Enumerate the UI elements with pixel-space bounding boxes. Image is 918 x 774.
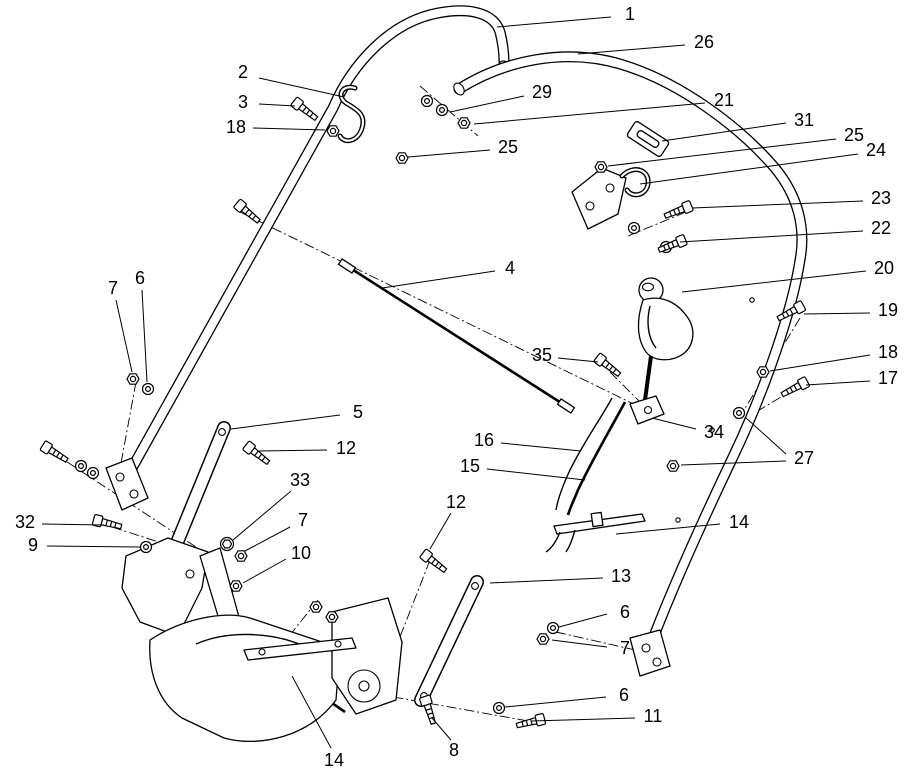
right-rail-end-plate (629, 629, 671, 677)
leader-line-34 (651, 417, 697, 430)
bolt-part-17 (778, 375, 811, 401)
leader-line-4 (381, 270, 496, 289)
leader-line-7c (551, 639, 608, 648)
leader-line-31 (661, 122, 787, 142)
leader-line-10 (242, 558, 287, 584)
leader-line-1 (496, 16, 612, 28)
leader-line-27 (744, 416, 787, 455)
leader-line-12a (257, 449, 328, 452)
bolt-part-32-upper (39, 439, 71, 466)
leader-line-25a (407, 149, 491, 158)
washer-part-9-a (74, 459, 88, 473)
nut-part-18-top (326, 125, 340, 137)
washer-part-24 (627, 221, 641, 235)
nut-part-7-left (126, 373, 140, 385)
leader-line-22 (679, 230, 864, 243)
leader-line-12b (429, 512, 452, 550)
washer-part-9 (139, 540, 153, 554)
hardware (39, 94, 811, 732)
leader-line-6a (141, 289, 148, 383)
leader-line-35 (557, 357, 599, 363)
control-rod (566, 401, 627, 516)
nut-part-7-right (536, 633, 550, 645)
leader-line-27 (680, 460, 787, 466)
leader-line-8 (431, 717, 452, 741)
control-wire (555, 397, 613, 511)
nut-mid-2 (325, 611, 339, 623)
washer-part-29-b (435, 103, 449, 117)
bolt-part-12-lower (418, 548, 450, 576)
bolt-part-12-upper (241, 440, 273, 468)
leader-line-16 (500, 442, 582, 452)
leader-line-15 (486, 468, 586, 481)
cable-tie (545, 511, 646, 553)
leader-line-26 (577, 44, 686, 55)
lever-bracket (629, 395, 665, 425)
leader-line-6c (504, 696, 607, 708)
bolt-part-3 (289, 96, 321, 124)
nut-part-21 (457, 117, 471, 129)
nut-part-27-b (666, 460, 680, 472)
leader-line-32 (41, 523, 105, 526)
nut-part-25-left (395, 152, 409, 164)
leader-line-5 (230, 414, 341, 430)
leader-line-23 (691, 200, 864, 209)
left-rail-end-plate (105, 457, 149, 511)
nut-mid-1 (309, 601, 323, 613)
control-cable (337, 258, 576, 414)
leader-line-2 (258, 77, 345, 98)
leader-line-13 (489, 577, 604, 584)
control-lever (637, 277, 694, 401)
lower-handle-tube (453, 51, 808, 666)
bolt-part-11 (514, 712, 547, 732)
bolt-part-35 (592, 352, 624, 380)
upper-handle-tube (116, 5, 510, 492)
nut-part-7-mid (234, 550, 248, 562)
leader-line-33 (232, 490, 292, 541)
top-bracket-assembly (571, 121, 670, 230)
leader-line-6b (558, 613, 608, 628)
washer-part-6-bottom (492, 701, 506, 715)
washer-part-6-mid (546, 621, 560, 635)
flange-nut-part-33 (219, 536, 235, 552)
leader-lines (41, 16, 871, 749)
bolt-cable-clamp (232, 198, 263, 227)
leader-line-24 (639, 153, 859, 185)
leader-line-3 (258, 103, 296, 107)
nut-part-10 (229, 580, 243, 592)
bolt-part-8 (418, 694, 440, 726)
support-arm-5 (167, 421, 231, 557)
leader-line-25b (607, 138, 837, 167)
deck-housing (121, 537, 403, 742)
washer-part-9-b (86, 466, 100, 480)
leader-line-21 (473, 102, 706, 125)
nut-part-25-right (594, 161, 608, 173)
washer-part-27-a (732, 406, 746, 420)
nut-part-18-right (756, 366, 770, 378)
washer-part-6-left (141, 382, 155, 396)
leader-line-19 (803, 312, 871, 315)
leader-line-17 (805, 380, 871, 386)
leader-line-20 (681, 270, 867, 293)
leader-line-7a (115, 299, 133, 373)
leader-line-14b (291, 675, 332, 749)
leader-line-7b (244, 526, 291, 552)
leader-line-9 (46, 545, 141, 548)
support-arm-13 (414, 575, 484, 707)
bolt-part-23 (662, 199, 695, 222)
leader-line-14a (615, 523, 721, 535)
leader-line-18a (252, 127, 326, 131)
leader-line-29 (449, 95, 525, 113)
cable-guide-hook (337, 84, 366, 144)
washer-part-29-a (420, 94, 434, 108)
leader-line-11 (531, 717, 636, 722)
leader-line-18b (769, 354, 871, 372)
